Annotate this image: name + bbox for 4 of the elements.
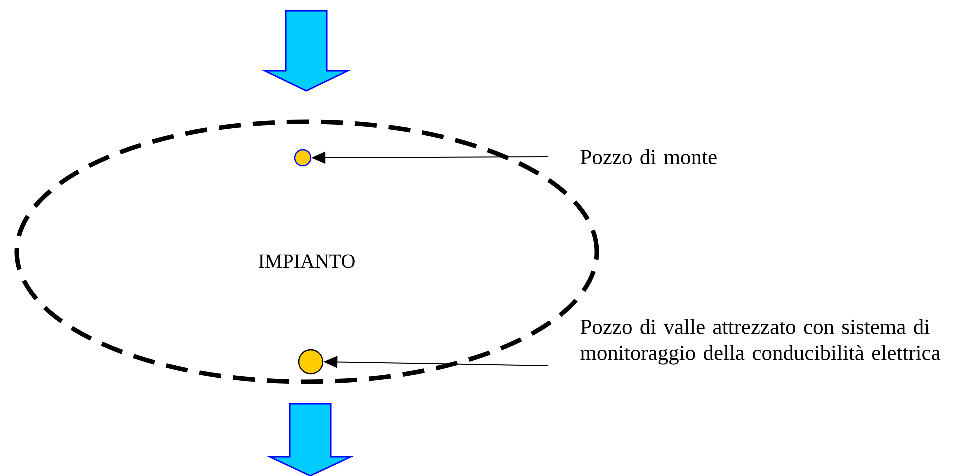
well-marker — [298, 349, 324, 375]
well-label: Pozzo di monte — [580, 149, 717, 165]
well-label: Pozzo di valle attrezzato con sistema di monitoraggio della conducibilità elettrica — [580, 319, 941, 365]
well-marker — [294, 149, 312, 167]
